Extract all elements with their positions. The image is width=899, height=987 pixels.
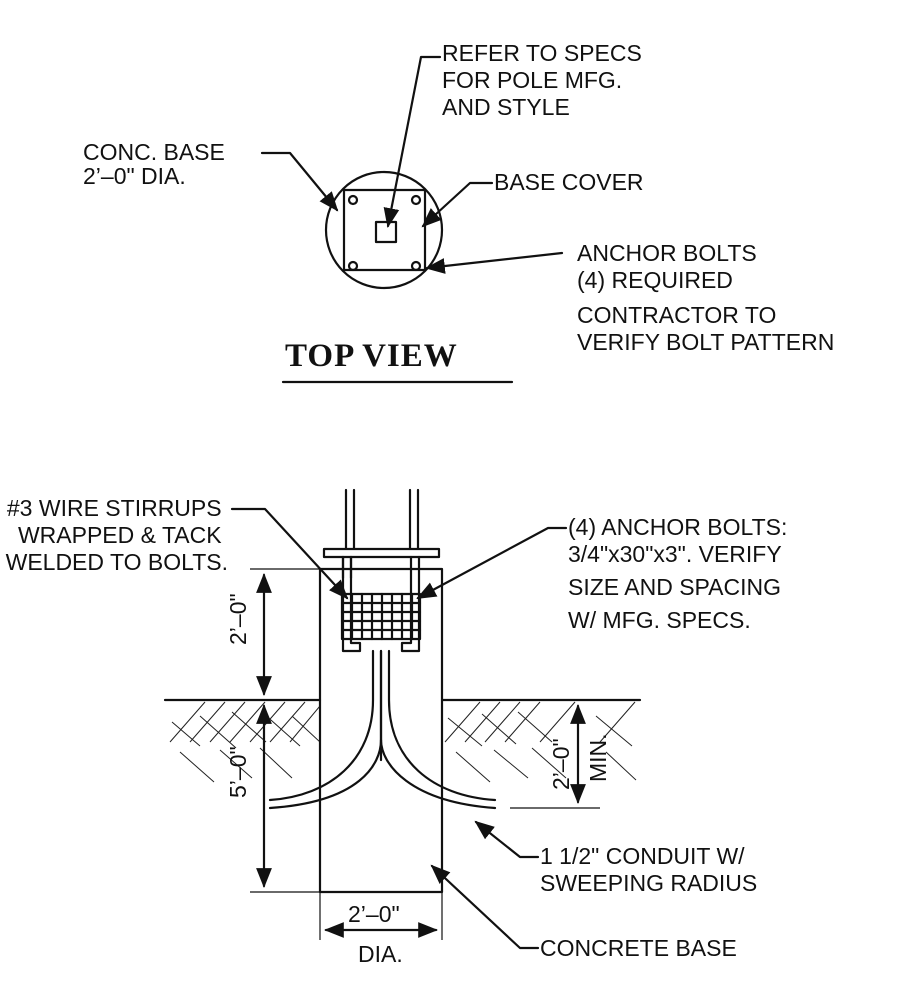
note-concrete-base: CONCRETE BASE (540, 935, 737, 961)
leader-anchor (416, 526, 568, 600)
dim-min-depth-value: 2’–0" (548, 738, 574, 790)
wire-stirrup-cage (340, 592, 422, 641)
note-base-cover: BASE COVER (494, 169, 644, 195)
pole-section (344, 488, 420, 550)
note-stirrups: #3 WIRE STIRRUPS WRAPPED & TACK WELDED T… (6, 495, 228, 575)
dim-vertical-left (250, 568, 320, 893)
dim-min-label: MIN. (585, 733, 611, 782)
concrete-base-circle (324, 170, 444, 290)
dim-min-depth (510, 704, 600, 809)
section-view: 2’–0" 5’–0" 2’–0" MIN. 2’–0" DIA. #3 WIR… (6, 488, 794, 967)
anchor-bolt-hole (410, 260, 422, 272)
leader-conc-base (260, 151, 339, 212)
note-anchor-bolts-section: (4) ANCHOR BOLTS: 3/4"x30"x3". VERIFY SI… (568, 514, 794, 633)
base-cover-plate (342, 188, 427, 272)
leader-stirrups (230, 507, 349, 600)
ground-hatch-right (444, 701, 637, 783)
dim-above-grade: 2’–0" (225, 593, 251, 645)
anchor-bolt-hole (410, 194, 422, 206)
note-pole-spec: REFER TO SPECS FOR POLE MFG. AND STYLE (442, 40, 648, 120)
leader-base-cover (421, 181, 494, 228)
concrete-base-section (318, 567, 444, 894)
top-view: REFER TO SPECS FOR POLE MFG. AND STYLE C… (83, 40, 834, 384)
note-conduit: 1 1/2" CONDUIT W/ SWEEPING RADIUS (540, 843, 757, 896)
leader-conduit (474, 820, 540, 859)
anchor-bolt-hole (347, 260, 359, 272)
ground-hatch-left (169, 701, 320, 783)
dim-width (319, 892, 443, 940)
base-plate (322, 547, 441, 559)
leader-concrete (430, 864, 540, 950)
dim-width-value: 2’–0" (348, 901, 400, 927)
pole-square (374, 220, 398, 244)
dim-width-label: DIA. (358, 941, 403, 967)
conduit-sweep (268, 649, 497, 810)
leader-pole-spec (383, 55, 442, 228)
leader-anchor-bolts (425, 251, 564, 274)
note-anchor-bolts: ANCHOR BOLTS (4) REQUIRED CONTRACTOR TO … (577, 240, 834, 355)
anchor-bolt-hole (347, 194, 359, 206)
top-view-title: TOP VIEW (285, 338, 458, 374)
dim-below-grade: 5’–0" (225, 746, 251, 798)
note-conc-base: CONC. BASE 2’–0" DIA. (83, 139, 231, 189)
